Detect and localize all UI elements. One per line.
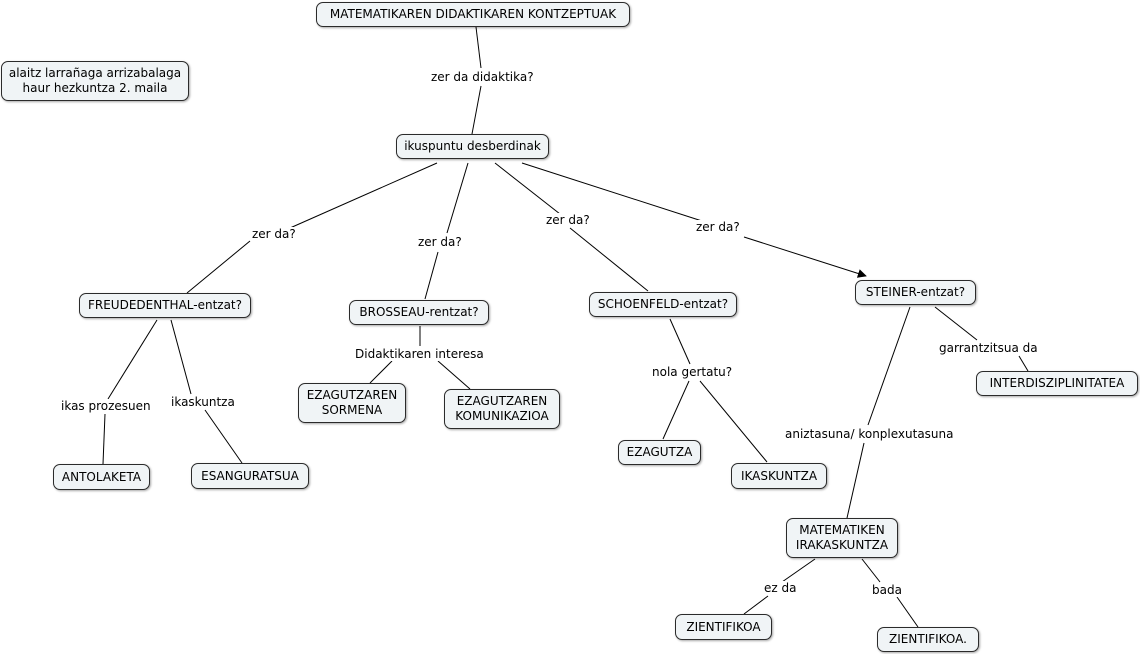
node-esanguratsua[interactable]: ESANGURATSUA — [191, 463, 309, 489]
line-zerda1-freudenthal — [186, 240, 251, 294]
node-freudenthal[interactable]: FREUDEDENTHAL-entzat? — [79, 293, 251, 318]
node-matematiken-line1: MATEMATIKEN — [799, 523, 885, 537]
node-sormena[interactable]: EZAGUTZAREN SORMENA — [298, 383, 406, 423]
link-label-zer-da-1: zer da? — [251, 227, 297, 241]
line-steiner-garrantzitsua — [934, 306, 978, 341]
node-ezagutza[interactable]: EZAGUTZA — [618, 440, 701, 465]
node-author-line2: haur hezkuntza 2. maila — [22, 81, 168, 95]
line-nola-ikaskuntza — [699, 380, 768, 463]
line-zerda4-steiner — [743, 236, 867, 278]
link-label-zer-da-4: zer da? — [695, 220, 741, 234]
line-ikuspuntu-zerda3 — [494, 162, 561, 215]
line-ikasprozesuen-antolaketa — [102, 413, 106, 465]
line-matematiken-ezda — [781, 558, 816, 583]
line-schoenfeld-nola — [669, 318, 691, 365]
link-label-didaktika: zer da didaktika? — [430, 70, 535, 84]
node-zientifikoa-2[interactable]: ZIENTIFIKOA. — [877, 627, 979, 652]
link-label-ikas-prozesuen: ikas prozesuen — [60, 399, 152, 413]
node-ikaskuntza[interactable]: IKASKUNTZA — [731, 463, 827, 489]
node-zientifikoa-2-text: ZIENTIFIKOA. — [889, 632, 967, 646]
line-interesa-sormena — [369, 360, 393, 384]
node-antolaketa-text: ANTOLAKETA — [61, 469, 142, 484]
node-schoenfeld-text: SCHOENFELD-entzat? — [597, 297, 729, 311]
node-komunikazioa[interactable]: EZAGUTZAREN KOMUNIKAZIOA — [444, 389, 560, 429]
line-ikuspuntu-zerda4 — [521, 162, 703, 222]
link-label-ikaskuntza: ikaskuntza — [170, 395, 236, 409]
node-author[interactable]: alaitz larrañaga arrizabalaga haur hezku… — [1, 61, 189, 101]
node-root-text: MATEMATIKAREN DIDAKTIKAREN KONTZEPTUAK — [329, 7, 617, 21]
line-zerda2-brosseau — [424, 251, 439, 300]
link-label-didaktikaren-interesa: Didaktikaren interesa — [354, 347, 485, 361]
line-ikuspuntu-zerda2 — [446, 162, 469, 234]
node-steiner-text: STEINER-entzat? — [865, 285, 966, 299]
node-brosseau-text: BROSSEAU-rentzat? — [359, 305, 479, 319]
node-esanguratsua-text: ESANGURATSUA — [201, 468, 299, 483]
node-interdisziplinitatea[interactable]: INTERDISZIPLINITATEA — [976, 371, 1138, 396]
link-label-nola-gertatu: nola gertatu? — [651, 365, 734, 379]
node-komunikazioa-line2: KOMUNIKAZIOA — [455, 409, 549, 423]
line-label-ikuspuntu — [471, 85, 482, 135]
node-antolaketa[interactable]: ANTOLAKETA — [53, 464, 150, 490]
line-root-label — [475, 26, 482, 69]
line-interesa-komunikazioa — [437, 360, 471, 390]
line-freud-ikasprozesuen — [107, 319, 158, 400]
link-label-aniztasuna: aniztasuna/ konplexutasuna — [784, 427, 955, 441]
line-steiner-aniztasuna — [867, 306, 911, 426]
line-bada-zientifikoa2 — [896, 596, 919, 628]
node-freudenthal-text: FREUDEDENTHAL-entzat? — [87, 298, 242, 312]
node-schoenfeld[interactable]: SCHOENFELD-entzat? — [589, 292, 737, 317]
link-label-zer-da-3: zer da? — [545, 213, 591, 227]
node-sormena-line1: EZAGUTZAREN — [306, 388, 398, 402]
node-steiner[interactable]: STEINER-entzat? — [855, 280, 976, 305]
node-interdisziplinitatea-text: INTERDISZIPLINITATEA — [989, 376, 1125, 390]
link-label-ez-da: ez da — [763, 581, 798, 595]
link-label-garrantzitsua: garrantzitsua da — [938, 341, 1039, 355]
node-brosseau[interactable]: BROSSEAU-rentzat? — [349, 300, 489, 325]
line-ezda-zientifikoa — [743, 595, 769, 615]
node-ikuspuntu-text: ikuspuntu desberdinak — [404, 139, 541, 153]
line-ikuspuntu-zerda1 — [289, 162, 438, 229]
node-ikaskuntza-text: IKASKUNTZA — [740, 468, 818, 483]
line-matematiken-bada — [861, 558, 881, 583]
line-freud-ikaskuntza — [170, 319, 192, 395]
line-aniztasuna-matematiken — [846, 442, 865, 519]
node-komunikazioa-line1: EZAGUTZAREN — [456, 394, 548, 408]
node-root[interactable]: MATEMATIKAREN DIDAKTIKAREN KONTZEPTUAK — [316, 2, 630, 27]
node-author-line1: alaitz larrañaga arrizabalaga — [8, 66, 182, 80]
line-nola-ezagutza — [662, 380, 690, 440]
line-ikaskuntza-esanguratsua — [204, 409, 243, 464]
node-zientifikoa[interactable]: ZIENTIFIKOA — [675, 614, 772, 640]
node-sormena-line2: SORMENA — [321, 403, 383, 417]
link-label-zer-da-2: zer da? — [417, 235, 463, 249]
line-zerda3-schoenfeld — [569, 227, 649, 292]
node-ezagutza-text: EZAGUTZA — [626, 445, 693, 459]
node-ikuspuntu[interactable]: ikuspuntu desberdinak — [396, 134, 549, 159]
node-matematiken-line2: IRAKASKUNTZA — [795, 538, 889, 552]
line-garrantzitsua-interdisz — [1018, 355, 1029, 372]
node-zientifikoa-text: ZIENTIFIKOA — [686, 619, 761, 634]
node-matematiken[interactable]: MATEMATIKEN IRAKASKUNTZA — [786, 518, 898, 558]
link-label-bada: bada — [871, 583, 903, 597]
